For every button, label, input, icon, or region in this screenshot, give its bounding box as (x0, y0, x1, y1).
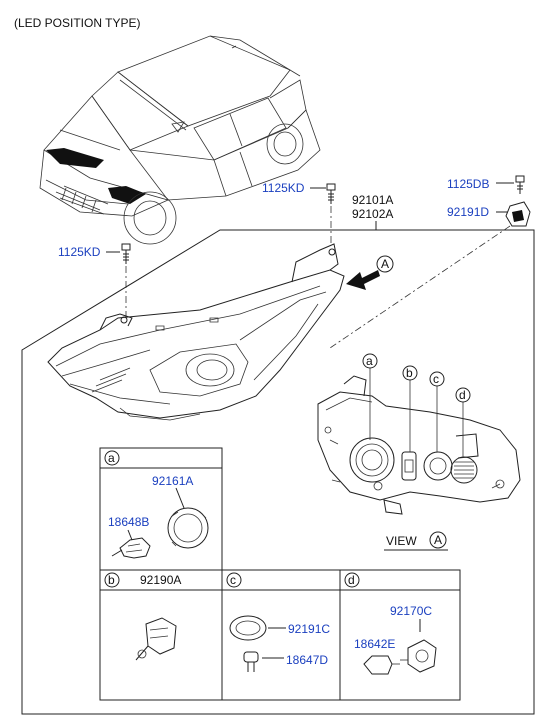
detail-box-d-tag: d (348, 573, 355, 587)
headlamp-highlight-left (46, 148, 104, 168)
part-label-actuator-b[interactable]: 92190A (140, 573, 181, 587)
cap-c[interactable] (229, 615, 267, 641)
detail-box-a-tag: a (108, 451, 115, 465)
part-label-socket-d[interactable]: 92170C (390, 604, 432, 618)
callout-c: c (433, 372, 439, 386)
callout-a: a (366, 354, 373, 368)
part-label-headlamp-lh[interactable]: 92101A (352, 193, 393, 207)
part-label-bulb-d[interactable]: 18642E (354, 637, 395, 651)
part-label-headlamp-rh[interactable]: 92102A (352, 207, 393, 221)
socket-a[interactable] (167, 507, 209, 549)
headlamp-highlight-right (108, 186, 146, 204)
callout-b: b (406, 366, 413, 380)
assembly-frame (21, 229, 535, 715)
view-marker: A (434, 533, 442, 547)
part-label-bolt-left[interactable]: 1125KD (58, 245, 101, 259)
view-arrow-marker: A (381, 257, 389, 271)
detail-box-b (99, 569, 223, 701)
actuator-b[interactable] (135, 617, 177, 661)
view-label: VIEW (386, 534, 417, 548)
part-label-bolt-upper[interactable]: 1125KD (262, 181, 305, 195)
view-direction-arrow (346, 255, 394, 290)
vehicle-illustration (39, 35, 321, 245)
part-label-screw-right[interactable]: 1125DB (447, 177, 489, 191)
part-label-bracket-right[interactable]: 92191D (447, 205, 489, 219)
screw-right[interactable] (515, 175, 525, 194)
callout-d: d (459, 388, 466, 402)
bulb-d[interactable] (363, 655, 400, 675)
part-label-bulb-c[interactable]: 18647D (286, 653, 328, 667)
detail-box-c-tag: c (230, 573, 236, 587)
bulb-a[interactable] (111, 537, 151, 559)
bulb-c[interactable] (243, 651, 259, 672)
bolt-upper[interactable] (326, 183, 336, 244)
part-label-socket-a[interactable]: 92161A (152, 474, 193, 488)
detail-box-b-tag: b (108, 573, 115, 587)
part-label-cap-c[interactable]: 92191C (288, 622, 330, 636)
headlamp-assembly[interactable] (47, 243, 345, 421)
diagram-title: (LED POSITION TYPE) (14, 16, 140, 30)
bolt-left[interactable] (121, 243, 131, 318)
rear-view-housing[interactable] (317, 375, 521, 515)
bracket-right[interactable] (505, 201, 531, 227)
part-label-bulb-a[interactable]: 18648B (108, 515, 149, 529)
detail-box-d (339, 569, 461, 701)
socket-d[interactable] (400, 639, 437, 673)
